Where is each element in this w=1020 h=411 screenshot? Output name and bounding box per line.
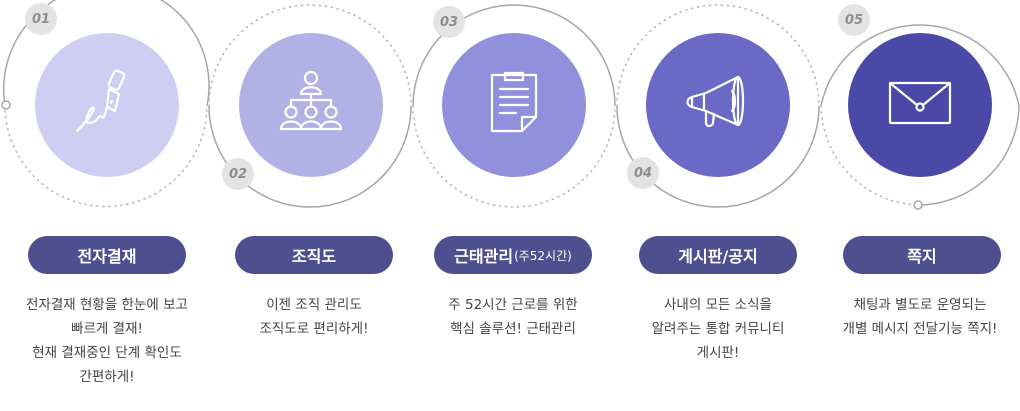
step-4-desc-line: 게시판! [696,345,740,361]
step-2-title: 조직도 [291,247,337,266]
step-1-description: 전자결재 현황을 한눈에 보고 빠르게 결재! 현재 결재중인 단계 확인도 간… [7,293,207,389]
step-1-circle [35,33,179,177]
step-4-desc-line: 사내의 모든 소식을 [664,297,772,313]
step-1-title: 전자결재 [77,247,137,266]
step-3-subtitle: (주52시간) [514,248,572,263]
step-1-desc-line: 현재 결재중인 단계 확인도 [32,345,182,361]
step-5-description: 채팅과 별도로 운영되는 개별 메시지 전달기능 쪽지! [820,293,1020,341]
step-1-number: 01 [25,3,57,35]
step-5-button[interactable]: 쪽지 [843,236,1001,274]
step-4-description: 사내의 모든 소식을 알려주는 통합 커뮤니티 게시판! [618,293,818,365]
step-1-desc-line: 간편하게! [79,369,135,385]
step-3-circle [442,33,586,177]
step-3-desc-line: 핵심 솔루션! 근태관리 [450,321,576,337]
step-2-desc-line: 조직도로 편리하게! [259,321,369,337]
step-4-number: 04 [627,157,659,189]
step-2-number: 02 [222,158,254,190]
step-3-number: 03 [433,6,465,38]
clipboard-icon [478,67,550,143]
step-4-button[interactable]: 게시판/공지 [639,236,797,274]
step-5-desc-line: 채팅과 별도로 운영되는 [853,297,987,313]
step-5-title: 쪽지 [907,247,937,266]
step-4-title: 게시판/공지 [678,247,758,266]
org-chart-icon [275,67,347,143]
step-5-circle [848,33,992,177]
step-1-button[interactable]: 전자결재 [28,236,186,274]
pen-signature-icon [71,67,143,143]
step-3-description: 주 52시간 근로를 위한 핵심 솔루션! 근태관리 [413,293,613,341]
step-4-circle [646,33,790,177]
step-2-desc-line: 이젠 조직 관리도 [266,297,362,313]
step-1-desc-line: 빠르게 결재! [71,321,143,337]
step-4-desc-line: 알려주는 통합 커뮤니티 [651,321,785,337]
start-point-marker [1,100,11,110]
step-2-button[interactable]: 조직도 [235,236,393,274]
step-5-desc-line: 개별 메시지 전달기능 쪽지! [842,321,998,337]
step-5-number: 05 [838,4,870,36]
megaphone-icon [682,67,754,143]
step-3-title: 근태관리 [454,247,514,266]
step-1-desc-line: 전자결재 현황을 한눈에 보고 [26,297,188,313]
step-2-circle [239,33,383,177]
step-3-button[interactable]: 근태관리(주52시간) [434,236,592,274]
envelope-icon [884,67,956,143]
step-3-desc-line: 주 52시간 근로를 위한 [448,297,578,313]
end-point-marker [913,200,923,210]
step-2-description: 이젠 조직 관리도 조직도로 편리하게! [214,293,414,341]
